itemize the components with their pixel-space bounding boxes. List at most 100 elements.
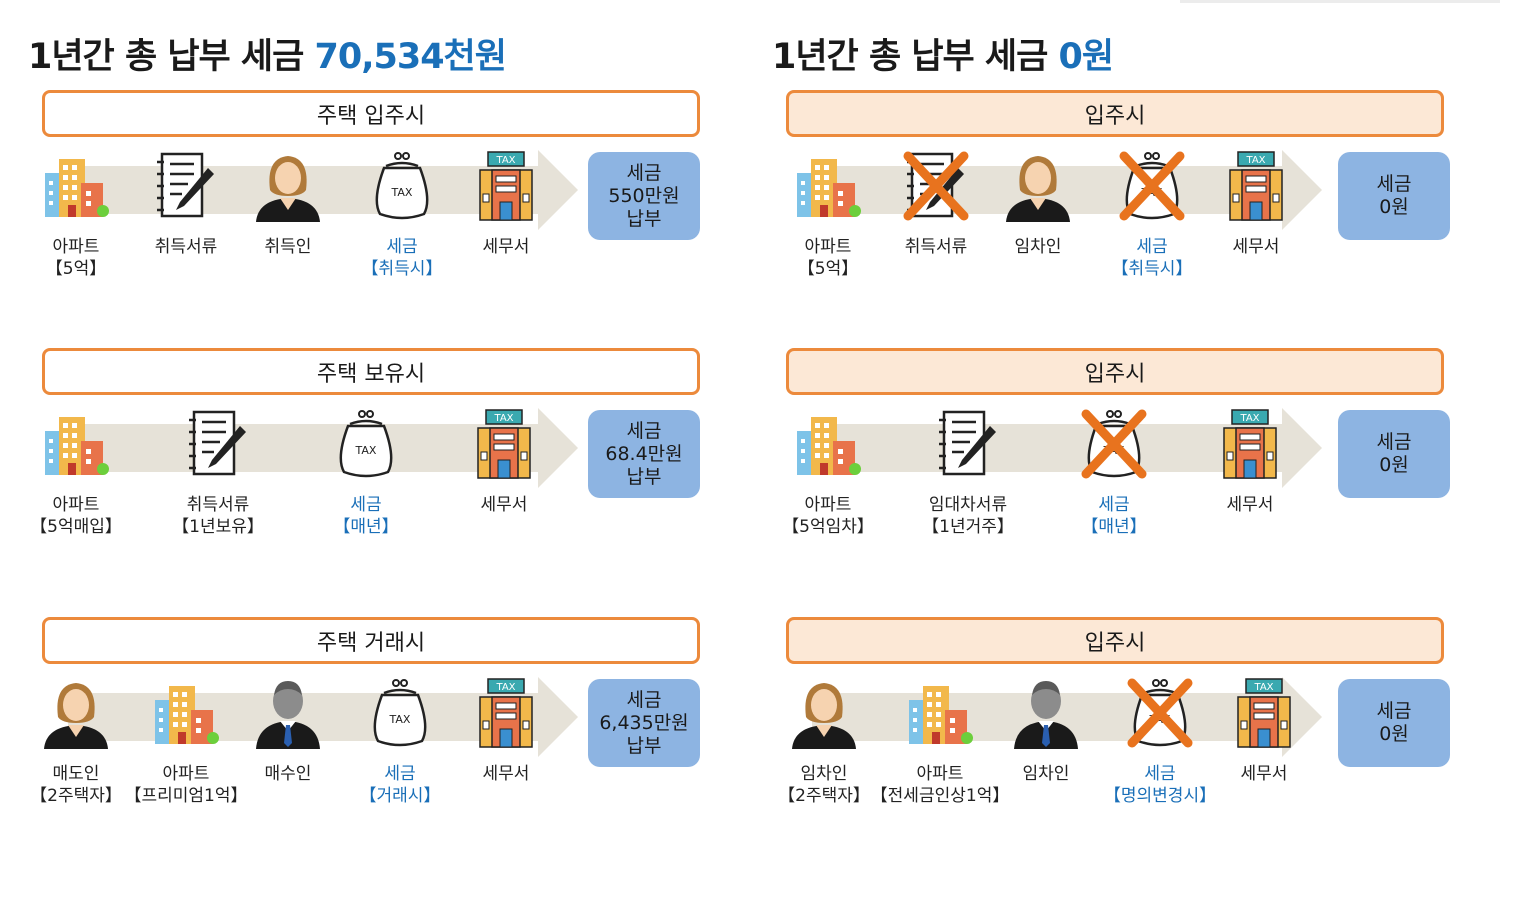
step-label: 세금【매년】 xyxy=(333,495,399,537)
left-panel: 1년간 총 납부 세금 70,534천원 주택 입주시 아파트【5억】 취득서류… xyxy=(28,0,748,901)
step-label: 세무서 xyxy=(480,495,528,515)
apartment-icon xyxy=(900,673,980,753)
step-label: 세무서 xyxy=(1232,237,1280,257)
step-person: 취득인 xyxy=(228,146,348,258)
left-heading: 1년간 총 납부 세금 70,534천원 xyxy=(28,28,507,79)
svg-text:TAX: TAX xyxy=(493,413,513,424)
tax-office-icon: TAX xyxy=(466,146,546,226)
left-row-3: 주택 거래시 매도인【2주택자】 아파트【프리미엄1억】 매수인 TAX 세금【… xyxy=(28,617,748,857)
step-tax-bag: TAX 세금【취득시】 xyxy=(1092,146,1212,280)
step-apartment: 아파트【전세금인상1억】 xyxy=(871,673,1009,807)
document-icon xyxy=(146,146,226,226)
step-tax-bag: TAX 세금【명의변경시】 xyxy=(1100,673,1220,807)
cross-mark-icon xyxy=(1127,678,1193,748)
step-label: 아파트【5억임차】 xyxy=(782,495,874,537)
man-icon xyxy=(248,673,328,753)
step-document: 취득서류 xyxy=(126,146,246,258)
step-person: 임차인【2주택자】 xyxy=(764,673,884,807)
step-label: 임대차서류【1년거주】 xyxy=(922,495,1014,537)
step-label: 임차인 xyxy=(1022,764,1070,784)
step-tax-bag: TAX 세금【거래시】 xyxy=(340,673,460,807)
flow-area: 매도인【2주택자】 아파트【프리미엄1억】 매수인 TAX 세금【거래시】 TA… xyxy=(28,673,748,853)
step-tax-bag: TAX 세금【취득시】 xyxy=(342,146,462,280)
step-label: 아파트【전세금인상1억】 xyxy=(870,764,1010,806)
row-header: 주택 보유시 xyxy=(42,348,700,395)
step-tax-office: TAX 세무서 xyxy=(446,146,566,258)
tax-bag-icon: TAX xyxy=(360,673,440,753)
step-label: 취득인 xyxy=(264,237,312,257)
apartment-icon xyxy=(146,673,226,753)
step-label: 세무서 xyxy=(1240,764,1288,784)
step-apartment: 아파트【5억】 xyxy=(16,146,136,280)
woman-icon xyxy=(998,146,1078,226)
apartment-icon xyxy=(36,146,116,226)
top-bar-decoration xyxy=(1180,0,1500,3)
svg-text:TAX: TAX xyxy=(1245,155,1265,166)
step-label: 임차인 xyxy=(1014,237,1062,257)
woman-icon xyxy=(784,673,864,753)
cross-mark-icon xyxy=(903,151,969,221)
flow-area: 아파트【5억임차】 임대차서류【1년거주】 TAX 세금【매년】 TAX 세무서… xyxy=(772,404,1492,584)
step-label: 임차인【2주택자】 xyxy=(778,764,870,806)
document-icon xyxy=(178,404,258,484)
step-label: 세금【거래시】 xyxy=(359,764,441,806)
step-label: 세금【취득시】 xyxy=(1111,237,1193,279)
step-label: 아파트【5억】 xyxy=(45,237,107,279)
right-panel: 1년간 총 납부 세금 0원 입주시 아파트【5억】 취득서류 임차인 TAX … xyxy=(772,0,1492,901)
tax-office-icon: TAX xyxy=(1216,146,1296,226)
step-person: 임차인 xyxy=(986,673,1106,785)
step-apartment: 아파트【프리미엄1억】 xyxy=(124,673,248,807)
step-document: 임대차서류【1년거주】 xyxy=(908,404,1028,538)
step-tax-office: TAX 세무서 xyxy=(1190,404,1310,516)
tax-office-icon: TAX xyxy=(464,404,544,484)
cross-mark-icon xyxy=(1081,409,1147,479)
step-person: 매도인【2주택자】 xyxy=(16,673,136,807)
woman-icon xyxy=(36,673,116,753)
step-label: 취득서류【1년보유】 xyxy=(172,495,264,537)
step-label: 아파트【프리미엄1억】 xyxy=(124,764,248,806)
step-label: 아파트【5억】 xyxy=(797,237,859,279)
step-label: 세무서 xyxy=(482,764,530,784)
right-row-2: 입주시 아파트【5억임차】 임대차서류【1년거주】 TAX 세금【매년】 TAX… xyxy=(772,348,1492,588)
document-icon xyxy=(928,404,1008,484)
step-apartment: 아파트【5억】 xyxy=(768,146,888,280)
svg-text:TAX: TAX xyxy=(389,713,411,726)
step-label: 세금【명의변경시】 xyxy=(1103,764,1217,806)
tax-office-icon: TAX xyxy=(1224,673,1304,753)
tax-office-icon: TAX xyxy=(1210,404,1290,484)
svg-text:TAX: TAX xyxy=(1239,413,1259,424)
woman-icon xyxy=(248,146,328,226)
row-header: 입주시 xyxy=(786,348,1444,395)
step-tax-office: TAX 세무서 xyxy=(1204,673,1324,785)
flow-area: 아파트【5억매입】 취득서류【1년보유】 TAX 세금【매년】 TAX 세무서 … xyxy=(28,404,748,584)
step-label: 취득서류 xyxy=(904,237,968,257)
apartment-icon xyxy=(36,404,116,484)
apartment-icon xyxy=(788,146,868,226)
step-label: 매도인【2주택자】 xyxy=(30,764,122,806)
left-heading-amount: 70,534천원 xyxy=(314,37,507,77)
tax-bag-icon: TAX xyxy=(326,404,406,484)
tax-office-icon: TAX xyxy=(466,673,546,753)
left-row-1: 주택 입주시 아파트【5억】 취득서류 취득인 TAX 세금【취득시】 TAX … xyxy=(28,90,748,330)
step-person: 임차인 xyxy=(978,146,1098,258)
left-row-2: 주택 보유시 아파트【5억매입】 취득서류【1년보유】 TAX 세금【매년】 T… xyxy=(28,348,748,588)
right-heading: 1년간 총 납부 세금 0원 xyxy=(772,28,1115,79)
svg-text:TAX: TAX xyxy=(495,155,515,166)
right-heading-prefix: 1년간 총 납부 세금 xyxy=(772,37,1059,77)
man-icon xyxy=(1006,673,1086,753)
row-header: 입주시 xyxy=(786,90,1444,137)
tax-bag-icon: TAX xyxy=(1120,673,1200,753)
step-label: 매수인 xyxy=(264,764,312,784)
left-heading-prefix: 1년간 총 납부 세금 xyxy=(28,37,315,77)
step-document: 취득서류【1년보유】 xyxy=(158,404,278,538)
right-heading-amount: 0원 xyxy=(1058,37,1115,77)
step-label: 세무서 xyxy=(1226,495,1274,515)
step-label: 취득서류 xyxy=(154,237,218,257)
step-document: 취득서류 xyxy=(876,146,996,258)
